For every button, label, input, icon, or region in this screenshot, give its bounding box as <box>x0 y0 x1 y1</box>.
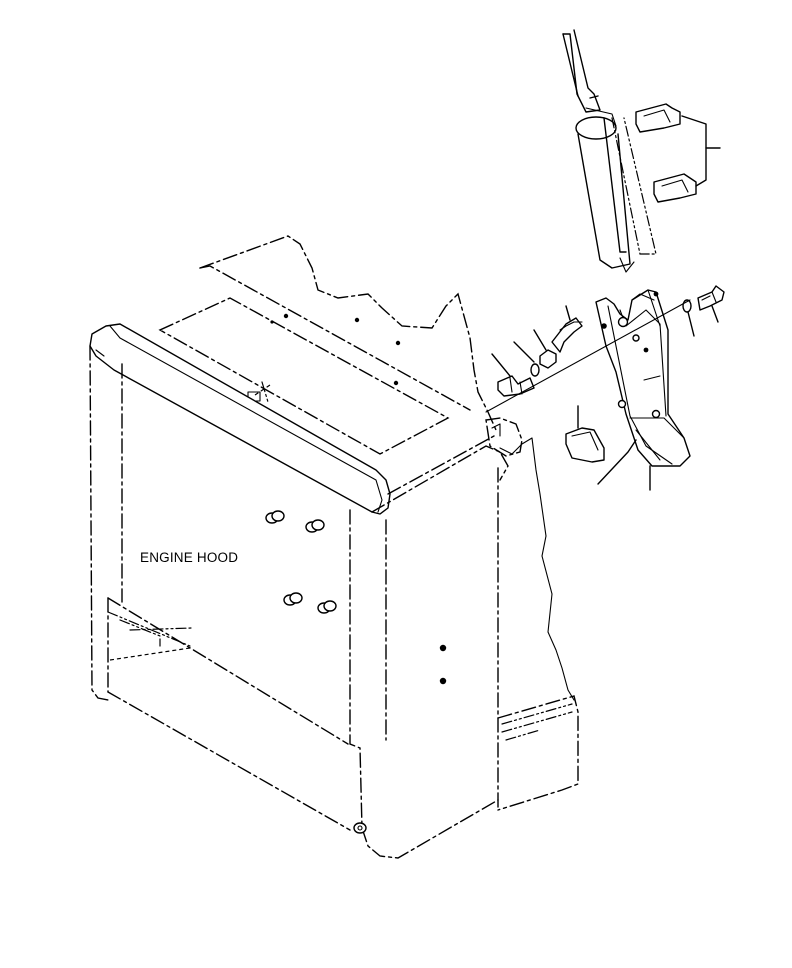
bracket-hole <box>617 316 629 328</box>
leader-line <box>597 439 637 485</box>
bolt-right <box>697 285 725 311</box>
leader-line <box>687 311 695 337</box>
fasteners-left <box>491 305 583 397</box>
clip-pair <box>635 103 721 203</box>
hinge-bracket <box>595 289 691 491</box>
pivot-bushing <box>353 822 367 834</box>
leader-line <box>491 353 511 377</box>
leader-line <box>711 305 719 323</box>
hood-corner-bracket <box>485 417 523 457</box>
leader-line <box>513 341 535 363</box>
hole-dot <box>283 313 289 319</box>
bolt-left <box>497 375 535 397</box>
fasteners-right <box>682 285 725 337</box>
washer-left <box>530 363 540 377</box>
stop-bracket <box>551 317 583 353</box>
z-clip-upper <box>635 103 681 133</box>
leader-line <box>533 329 547 351</box>
assembly-line <box>485 299 691 413</box>
gas-strut <box>562 29 657 273</box>
strut-eye-end <box>575 116 617 140</box>
stud-fasteners <box>265 510 337 614</box>
z-clip-lower <box>653 173 697 203</box>
top-access-panel <box>158 297 450 455</box>
hole-dot <box>439 644 447 652</box>
engine-hood-label: ENGINE HOOD <box>140 550 238 565</box>
nut-left <box>539 349 557 369</box>
spring-clip <box>565 405 637 485</box>
engine-hood: ENGINE HOOD <box>89 235 579 859</box>
leader-line <box>565 305 571 321</box>
hood-top-bar <box>89 323 391 515</box>
